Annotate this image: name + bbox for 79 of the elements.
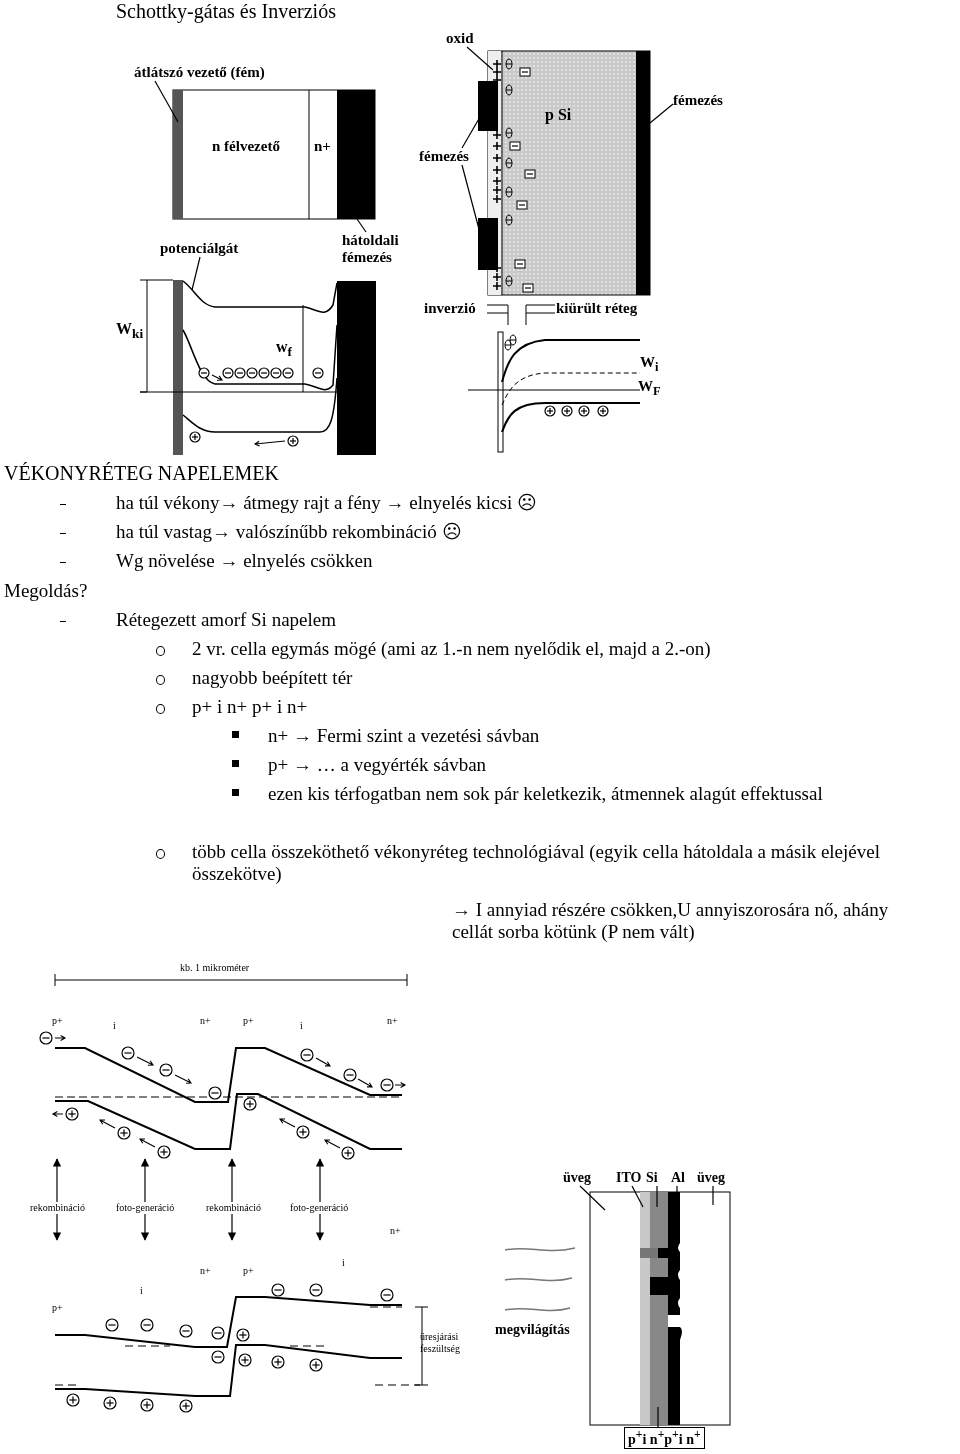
text-line: Megoldás? (4, 580, 88, 602)
symbol-label: W$_{F}$ (638, 378, 661, 399)
arrow (140, 1213, 150, 1241)
callout-label: fémezés (673, 92, 723, 110)
list-item: ha túl vékony→ átmegy rajt a fény → elnyelés kicsi ☹ (116, 492, 537, 514)
leader-line (649, 103, 674, 124)
layer-sequence-box: p$^{+}$i n$^{+}$p$^{+}$i n$^{+}$ (624, 1427, 705, 1449)
arrow (227, 1158, 237, 1203)
region-label: inverzió (424, 300, 476, 318)
list-item: Rétegezett amorf Si napelem (116, 609, 336, 631)
leader-line (579, 1185, 606, 1211)
process-label: rekombináció (30, 1202, 85, 1214)
callout-label: Si (646, 1170, 658, 1187)
tandem-band-diagram-drawing (39, 1031, 407, 1160)
region-label: n+ (314, 138, 331, 156)
process-label: foto-generáció (116, 1202, 175, 1214)
leader-line (656, 1185, 658, 1208)
arrow (315, 1158, 325, 1203)
leader-line (676, 1185, 678, 1195)
layer-label: p+ (52, 1015, 63, 1027)
callout-label: üveg (563, 1170, 591, 1187)
arrow (315, 1213, 325, 1241)
callout-label: átlátszó vezető (fém) (134, 64, 265, 82)
leader-line (631, 1185, 644, 1208)
layer-label: i (113, 1020, 116, 1032)
callout-label: hátoldali fémezés (342, 232, 412, 267)
symbol-label: w$_{f}$ (276, 338, 292, 360)
region-label: p Si (545, 106, 572, 125)
leader-line (712, 1185, 714, 1206)
list-item: p+ → … a vegyérték sávban (268, 754, 487, 776)
leader-line (461, 116, 481, 149)
callout-label: ITO (616, 1170, 642, 1187)
arrow (52, 1213, 62, 1241)
arrow (52, 1158, 62, 1203)
layer-label: n+ (200, 1265, 211, 1277)
leader-line (466, 46, 494, 71)
page-heading: Schottky-gátas és Inverziós (116, 0, 336, 23)
region-label: megvilágítás (495, 1322, 570, 1339)
callout-label: üveg (697, 1170, 725, 1187)
list-item: 2 vr. cella egymás mögé (ami az 1.-n nem nyelődik el, majd a 2.-on) (192, 638, 711, 660)
arrow (140, 1158, 150, 1203)
layer-label: i (140, 1285, 143, 1297)
list-item: ha túl vastag→ valószínűbb rekombináció ☹ (116, 521, 462, 543)
dimension-label: kb. 1 mikrométer (180, 962, 250, 974)
leader-line (657, 1406, 659, 1428)
mos-cross-section-drawing (478, 50, 651, 296)
list-item: n+ → Fermi szint a vezetési sávban (268, 725, 540, 747)
process-label: rekombináció (206, 1202, 261, 1214)
list-item: több cella összeköthető vékonyréteg technológiával (egyik cella hátoldala a másik elejével összekötve) (192, 841, 881, 885)
symbol-label: W$_{i}$ (640, 354, 659, 375)
layer-label: p+ (243, 1015, 254, 1027)
text-paragraph: → I annyiad részére csökken,U annyiszorosára nő, ahány cellát sorba kötünk (P nem vált) (452, 899, 890, 943)
list-item: ezen kis térfogatban nem sok pár keletkezik, átmennek alagút effektussal (268, 783, 824, 805)
list-item: p+ i n+ p+ i n+ (192, 696, 308, 718)
region-label: n félvezető (212, 138, 280, 156)
process-label: foto-generáció (290, 1202, 349, 1214)
region-label: kiürült réteg (556, 300, 638, 318)
layer-label: p+ (243, 1265, 254, 1277)
layer-label: i (342, 1257, 345, 1269)
layer-label: n+ (387, 1015, 398, 1027)
solar-cell-cross-section-drawing (172, 89, 376, 220)
layer-label: p+ (52, 1302, 63, 1314)
callout-label: oxid (446, 30, 474, 48)
layer-label: n+ (200, 1015, 211, 1027)
callout-label: Al (671, 1170, 685, 1187)
section-heading: VÉKONYRÉTEG NAPELEMEK (4, 462, 279, 485)
leader-line (191, 256, 201, 291)
thin-film-cell-drawing (589, 1191, 731, 1426)
layer-label: n+ (390, 1225, 401, 1237)
callout-label: fémezés (419, 148, 469, 166)
leader-line (154, 80, 179, 123)
leader-line (356, 218, 367, 233)
symbol-label: W$_{ki}$ (116, 320, 144, 342)
callout-label: potenciálgát (160, 240, 239, 258)
list-item: nagyobb beépített tér (192, 667, 353, 689)
layer-label: i (300, 1020, 303, 1032)
arrow (227, 1213, 237, 1241)
dimension-label: üresjárási feszültség (420, 1331, 461, 1354)
list-item: Wg növelése → elnyelés csökken (116, 550, 373, 572)
